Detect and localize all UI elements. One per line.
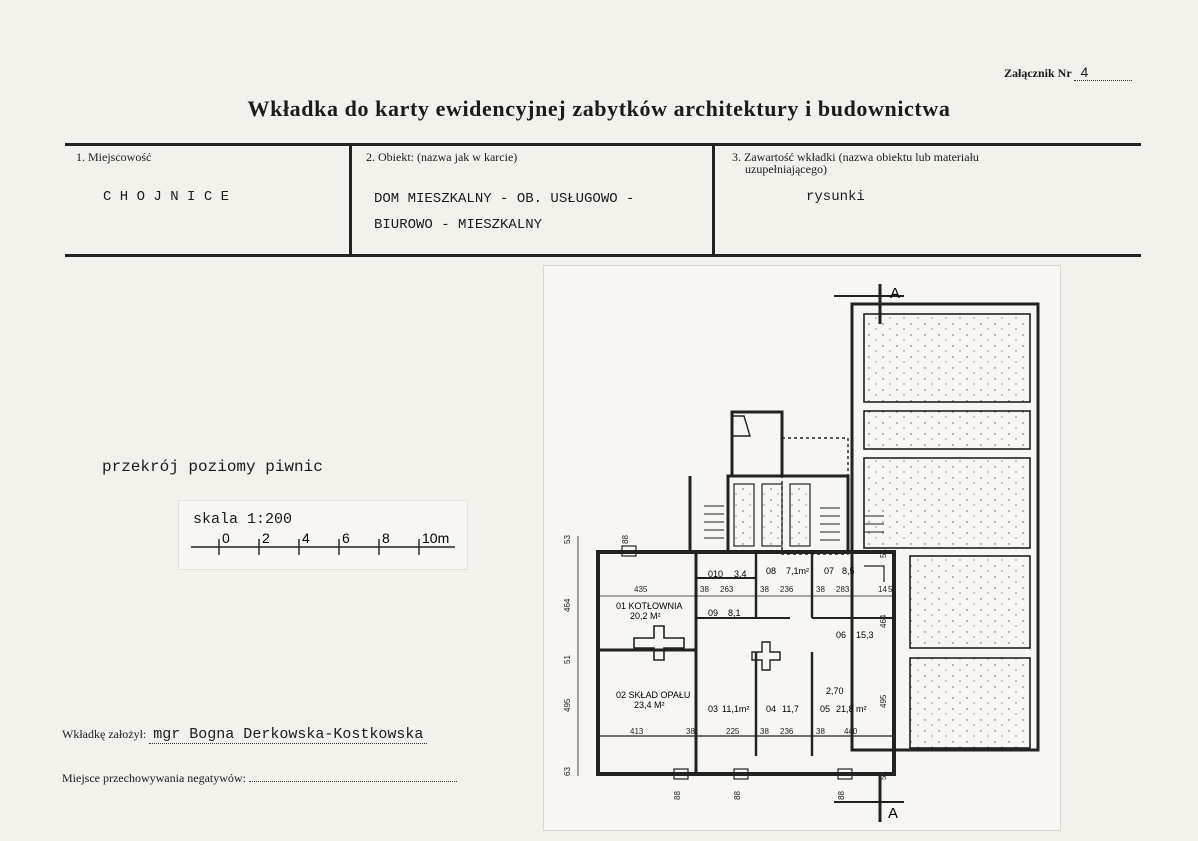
room-08-area: 7,1m² bbox=[786, 566, 809, 576]
room-05-area: 21,8 m² bbox=[836, 704, 867, 714]
annex-label: Załącznik Nr 4 bbox=[1004, 64, 1133, 81]
dimension-strings: 435 38 263 38 236 38 283 14 5 413 38 225… bbox=[563, 535, 894, 800]
room-02-label: 02 SKŁAD OPAŁU bbox=[616, 690, 690, 700]
dim-bottom-1: 38 bbox=[686, 727, 695, 736]
drawing-caption: przekrój poziomy piwnic bbox=[102, 458, 323, 476]
dim-bottom-0: 413 bbox=[630, 727, 644, 736]
field-locality-label: 1. Miejscowość bbox=[76, 150, 152, 164]
dim-right-0: 51 bbox=[879, 549, 888, 558]
scale-tick-10m: 10m bbox=[422, 530, 449, 546]
dim-left-2: 51 bbox=[563, 655, 572, 664]
dim-right-3: 51 bbox=[879, 771, 888, 780]
scale-tick-6: 6 bbox=[342, 530, 350, 546]
scale-tick-0: 0 bbox=[222, 530, 230, 546]
basement-walls bbox=[596, 545, 896, 780]
room-08-label: 08 bbox=[766, 566, 776, 576]
dim-opening-1: 88 bbox=[673, 791, 682, 800]
dim-top-7: 14 bbox=[878, 585, 887, 594]
scale-bar: skala 1:200 0 2 4 6 8 10m bbox=[178, 500, 468, 570]
negatives-row: Miejsce przechowywania negatywów: bbox=[62, 771, 457, 786]
dim-top-4: 236 bbox=[780, 585, 794, 594]
dim-opening-2: 88 bbox=[733, 791, 742, 800]
scale-tick-2: 2 bbox=[262, 530, 270, 546]
section-label-bottom: A bbox=[888, 805, 898, 822]
field-divider-1 bbox=[349, 145, 352, 255]
room-01-label: 01 KOTŁOWNIA bbox=[616, 601, 683, 611]
dim-left-3: 495 bbox=[563, 698, 572, 712]
negatives-blank bbox=[248, 771, 457, 782]
room-09-area: 8,1 bbox=[728, 608, 741, 618]
right-wing bbox=[850, 302, 1040, 752]
document-title: Wkładka do karty ewidencyjnej zabytków a… bbox=[247, 96, 951, 121]
dim-bottom-4: 236 bbox=[780, 727, 794, 736]
dim-top-6: 283 bbox=[836, 585, 850, 594]
author-name: mgr Bogna Derkowska-Kostkowska bbox=[149, 726, 428, 744]
room-07-area: 8,5 bbox=[842, 566, 855, 576]
dim-top-1: 38 bbox=[700, 585, 709, 594]
author-label: Wkładkę założył: bbox=[62, 727, 147, 741]
annex-label-text: Załącznik Nr bbox=[1004, 66, 1072, 80]
room-02-area: 23,4 M² bbox=[634, 700, 665, 710]
room-010-area: 3,4 bbox=[734, 569, 747, 579]
room-010-label: 010 bbox=[708, 569, 723, 579]
field-object-label: 2. Obiekt: (nazwa jak w karcie) bbox=[366, 150, 518, 164]
section-mark-bottom: A bbox=[834, 776, 904, 822]
header-rule-bottom bbox=[65, 254, 1141, 257]
rear-annex bbox=[688, 410, 884, 555]
dim-left-1: 464 bbox=[563, 598, 572, 612]
field-divider-2 bbox=[712, 145, 715, 255]
room-05-label: 05 bbox=[820, 704, 830, 714]
section-label-top: A bbox=[890, 285, 900, 302]
scale-bar-graphic: 0 2 4 6 8 10m bbox=[191, 530, 455, 555]
room-03-label: 03 bbox=[708, 704, 718, 714]
dim-right-1: 464 bbox=[879, 614, 888, 628]
room-04-area: 11,7 bbox=[782, 704, 799, 714]
field-locality-value: C H O J N I C E bbox=[103, 189, 230, 205]
dim-top-0: 435 bbox=[634, 585, 648, 594]
dim-bottom-5: 38 bbox=[816, 727, 825, 736]
field-object-value-line-1: DOM MIESZKALNY - OB. USŁUGOWO - bbox=[374, 191, 635, 207]
dim-bottom-3: 38 bbox=[760, 727, 769, 736]
room-04-label: 04 bbox=[766, 704, 776, 714]
scale-tick-8: 8 bbox=[382, 530, 390, 546]
floor-plan-sheet: A bbox=[543, 265, 1061, 831]
dim-bottom-2: 225 bbox=[726, 727, 740, 736]
scale-label: skala 1:200 bbox=[193, 511, 293, 528]
field-content-label-line-2: uzupełniającego) bbox=[745, 162, 827, 176]
field-content-value: rysunki bbox=[806, 189, 865, 205]
dim-top-3: 38 bbox=[760, 585, 769, 594]
dim-left-4: 63 bbox=[563, 767, 572, 776]
dim-opening-3: 88 bbox=[837, 791, 846, 800]
dim-opening-0: 88 bbox=[621, 535, 630, 544]
dim-top-2: 263 bbox=[720, 585, 734, 594]
dim-top-5: 38 bbox=[816, 585, 825, 594]
field-content-label-line-1: 3. Zawartość wkładki (nazwa obiektu lub … bbox=[732, 150, 979, 164]
room-labels: 01 KOTŁOWNIA 20,2 M² 02 SKŁAD OPAŁU 23,4… bbox=[616, 566, 874, 714]
field-object-value-line-2: BIUROWO - MIESZKALNY bbox=[374, 217, 543, 233]
room-01-area: 20,2 M² bbox=[630, 611, 661, 621]
dim-left-0: 53 bbox=[563, 535, 572, 544]
room-06-area: 15,3 bbox=[856, 630, 874, 640]
floor-plan-drawing: A bbox=[563, 284, 1040, 822]
level-mark: 2,70 bbox=[826, 686, 844, 696]
dim-right-2: 495 bbox=[879, 694, 888, 708]
room-03-area: 11,1m² bbox=[722, 704, 749, 714]
annex-number: 4 bbox=[1074, 64, 1133, 81]
room-07-label: 07 bbox=[824, 566, 834, 576]
room-06-label: 06 bbox=[836, 630, 846, 640]
author-row: Wkładkę założył: mgr Bogna Derkowska-Kos… bbox=[62, 726, 428, 744]
negatives-label: Miejsce przechowywania negatywów: bbox=[62, 771, 246, 785]
room-09-label: 09 bbox=[708, 608, 718, 618]
scale-tick-4: 4 bbox=[302, 530, 310, 546]
header-rule-top bbox=[65, 143, 1141, 146]
dim-top-8: 5 bbox=[888, 585, 893, 594]
dim-bottom-6: 440 bbox=[844, 727, 858, 736]
